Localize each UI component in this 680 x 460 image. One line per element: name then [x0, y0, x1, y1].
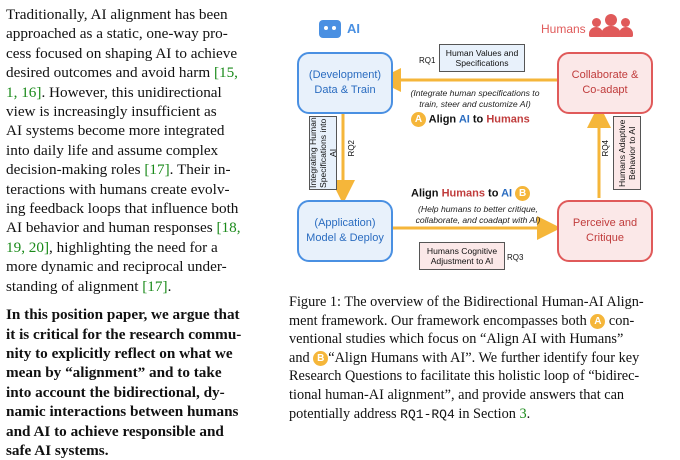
section-link[interactable]: 3 [519, 405, 527, 422]
align-ai-to-humans: A Align AI to Humans [411, 112, 530, 127]
rq1-label: RQ1 [419, 56, 436, 65]
humans-label: Humans [541, 22, 586, 36]
citation-link[interactable]: [17] [142, 277, 168, 295]
figure-caption: Figure 1: The overview of the Bidirectio… [289, 294, 644, 422]
circle-b-icon: B [313, 351, 329, 366]
robot-icon [319, 20, 341, 38]
align-humans-to-ai: Align Humans to AI B [411, 186, 531, 201]
figure-arrows [331, 68, 611, 240]
intro-paragraph: Traditionally, AI alignment has been app… [6, 6, 241, 295]
citation-link[interactable]: 19, 20] [6, 238, 50, 256]
citation-link[interactable]: 1, 16] [6, 83, 42, 101]
box-perceive: Perceive and Critique [557, 200, 653, 262]
position-statement: In this position paper, we argue that it… [6, 306, 242, 459]
citation-link[interactable]: [17] [144, 161, 170, 179]
rq3-label: RQ3 [507, 253, 524, 262]
circle-a-icon: A [590, 313, 606, 329]
citation-link[interactable]: [18, [216, 219, 241, 237]
framework-figure: AI Humans (Development) Data & Train (Ap… [285, 8, 677, 286]
circle-a-icon: A [411, 112, 426, 127]
note-help-humans: (Help humans to better critique,collabor… [415, 204, 541, 225]
people-icon [589, 14, 633, 38]
body-text-column: Traditionally, AI alignment has been app… [6, 5, 271, 460]
circle-b-icon: B [515, 186, 531, 201]
rq4-label: RQ4 [601, 140, 610, 157]
box-application: (Application) Model & Deploy [297, 200, 393, 262]
ai-label: AI [347, 21, 360, 36]
box-collaborate: Collaborate & Co-adapt [557, 52, 653, 114]
box-development: (Development) Data & Train [297, 52, 393, 114]
citation-link[interactable]: [15, [213, 64, 238, 82]
rq2-label: RQ2 [347, 140, 356, 157]
